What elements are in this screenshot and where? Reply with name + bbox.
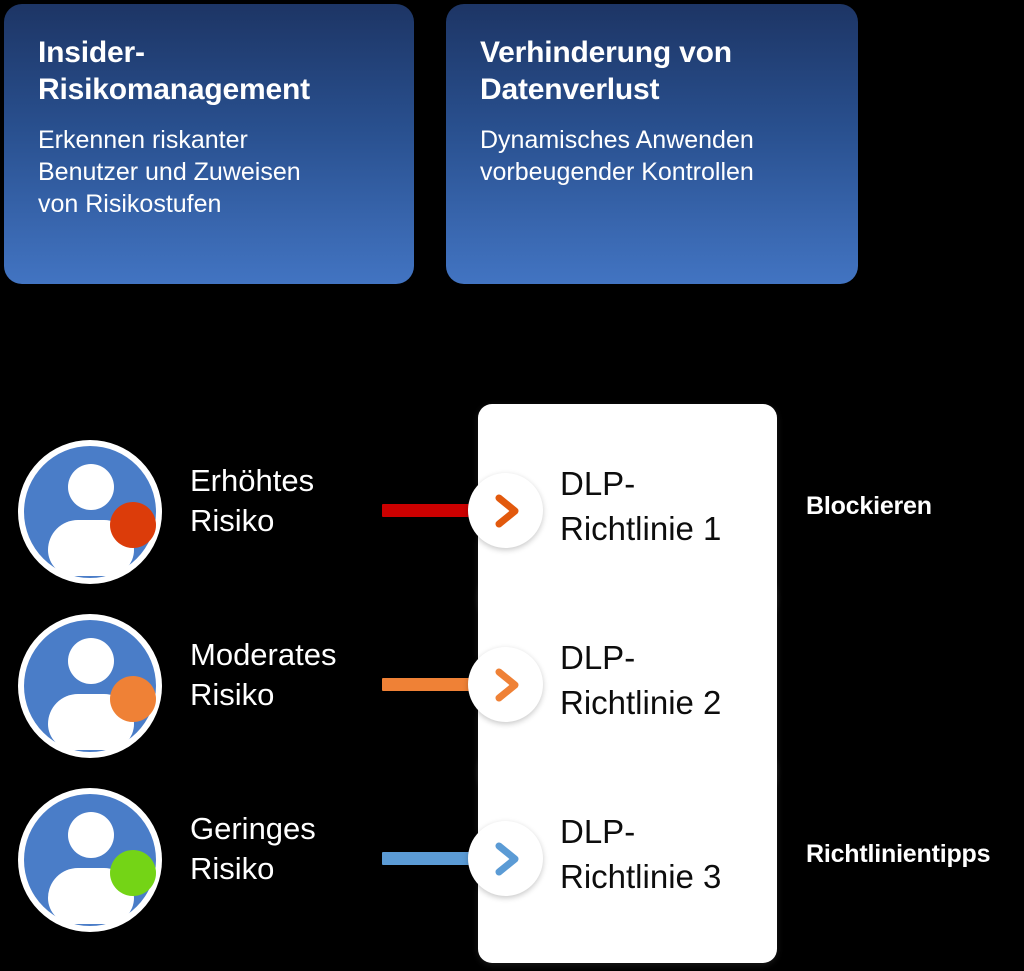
feature-card-description: Dynamisches Anwenden vorbeugender Kontro… <box>480 126 754 187</box>
chevron-right-icon[interactable] <box>468 473 543 548</box>
risk-level-label: Geringes Risiko <box>190 811 316 886</box>
flow-row: Geringes Risiko DLP- Richtlinie 3 Richtl… <box>0 752 1024 964</box>
risk-level-badge-icon <box>110 502 156 548</box>
feature-card-description: Erkennen riskanter Benutzer und Zuweisen… <box>38 126 301 219</box>
person-avatar-icon <box>18 614 162 758</box>
chevron-right-icon[interactable] <box>468 647 543 722</box>
person-avatar-icon <box>18 440 162 584</box>
action-label: Blockieren <box>806 492 932 520</box>
feature-card-title: Verhinderung von Datenverlust <box>480 36 732 107</box>
policy-card-label: DLP- Richtlinie 3 <box>560 813 722 895</box>
avatar-head-shape <box>68 638 114 684</box>
policy-card-label: DLP- Richtlinie 2 <box>560 639 722 721</box>
risk-level-label: Erhöhtes Risiko <box>190 463 315 538</box>
risk-level-badge-icon <box>110 850 156 896</box>
feature-card-insider-risk-management: Insider- Risikomanagement Erkennen riska… <box>4 4 414 284</box>
action-label: Richtlinientipps <box>806 840 991 868</box>
policy-card-label: DLP- Richtlinie 1 <box>560 465 722 547</box>
person-avatar-icon <box>18 788 162 932</box>
avatar-head-shape <box>68 464 114 510</box>
risk-level-badge-icon <box>110 676 156 722</box>
chevron-right-icon[interactable] <box>468 821 543 896</box>
feature-card-title: Insider- Risikomanagement <box>38 36 310 107</box>
feature-card-data-loss-prevention: Verhinderung von Datenverlust Dynamische… <box>446 4 858 284</box>
risk-level-label: Moderates Risiko <box>190 637 337 712</box>
avatar-head-shape <box>68 812 114 858</box>
